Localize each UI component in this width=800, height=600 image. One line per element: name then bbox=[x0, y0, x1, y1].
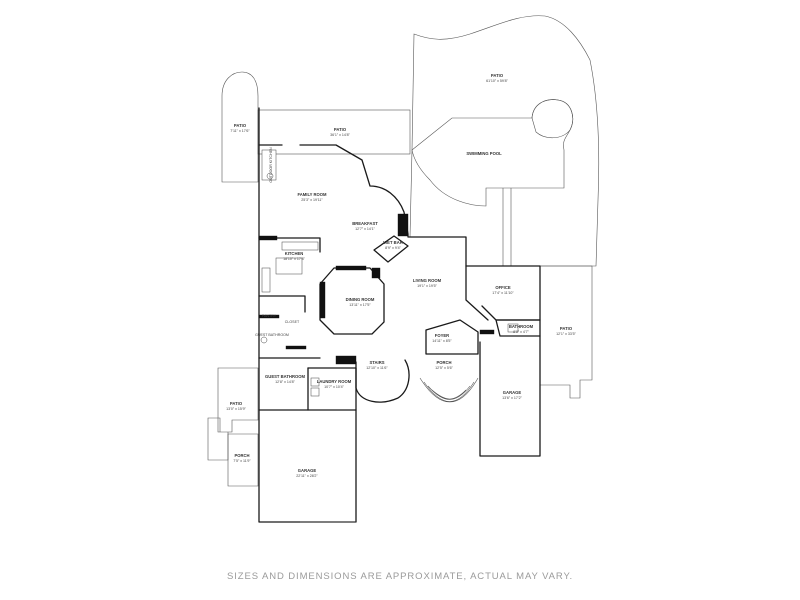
room-name: PATIO bbox=[560, 326, 573, 331]
room-name: STAIRS bbox=[369, 360, 384, 365]
patio-side-outline bbox=[207, 367, 259, 461]
room-dims: 14'11" x 8'5" bbox=[432, 339, 452, 343]
toilet-fixture bbox=[260, 336, 268, 344]
kitchen-counter bbox=[281, 241, 319, 251]
room-name: PATIO bbox=[230, 401, 243, 406]
garage-main-wall bbox=[258, 409, 357, 523]
room-name: KITCHEN bbox=[285, 251, 304, 256]
room-dims: 12'10" x 11'6" bbox=[366, 366, 388, 370]
patio-top-outline bbox=[257, 109, 411, 155]
front-porch-steps bbox=[419, 377, 479, 403]
wall-block bbox=[479, 329, 495, 335]
room-dims: 13'6" x 17'2" bbox=[502, 396, 522, 400]
room-name: CLOSET bbox=[285, 320, 300, 324]
room-name: WET BAR bbox=[383, 240, 403, 245]
room-dims: 13'0" x 15'9" bbox=[226, 407, 246, 411]
room-name: PATIO bbox=[334, 127, 347, 132]
room-dims: 12'1" x 33'5" bbox=[556, 332, 576, 336]
patio-large-outline bbox=[409, 15, 600, 267]
room-dims: 7'5" x 11'9" bbox=[233, 459, 251, 463]
family-room-wall bbox=[258, 144, 489, 321]
room-dims: 12'5" x 5'6" bbox=[435, 366, 453, 370]
foyer-wall bbox=[425, 319, 479, 355]
bathroom-fixture bbox=[507, 323, 519, 333]
wall-block bbox=[258, 235, 278, 241]
room-name: PORCH bbox=[436, 360, 451, 365]
room-dims: 18'10" x 17'8" bbox=[283, 257, 305, 261]
room-dims: 12'8" x 14'8" bbox=[275, 380, 295, 384]
patio-right-outline bbox=[539, 265, 593, 399]
room-name: PANTRY bbox=[262, 314, 277, 318]
room-dims: 8'0" x 4'7" bbox=[513, 330, 529, 334]
room-dims: 12'7" x 14'1" bbox=[355, 227, 375, 231]
room-dims: 25'3" x 19'11" bbox=[301, 198, 323, 202]
room-name: FOYER bbox=[435, 333, 449, 338]
wall-block bbox=[371, 267, 381, 279]
wall-block bbox=[397, 213, 409, 237]
room-name: DINING ROOM bbox=[346, 297, 375, 302]
laundry-fixture bbox=[310, 387, 320, 397]
room-name: FAMILY ROOM bbox=[297, 192, 327, 197]
spa-outline bbox=[531, 99, 573, 139]
kitchen-island bbox=[275, 257, 303, 275]
wall-block bbox=[335, 355, 357, 365]
laundry-wall bbox=[307, 367, 357, 411]
room-name: GUEST BATHROOM bbox=[265, 374, 305, 379]
room-name: BATHROOM bbox=[509, 324, 534, 329]
room-dims: 7'11" x 17'6" bbox=[230, 129, 250, 133]
wall-block bbox=[258, 314, 280, 319]
guest-bathroom-wall bbox=[258, 357, 309, 411]
toilet-fixture bbox=[266, 172, 274, 180]
wall-block bbox=[285, 345, 307, 350]
bathroom-fixture bbox=[261, 149, 277, 181]
room-name: OFFICE bbox=[495, 285, 511, 290]
room-name: GARAGE bbox=[298, 468, 317, 473]
room-dims: 36'1" x 14'8" bbox=[330, 133, 350, 137]
kitchen-wall bbox=[258, 237, 321, 313]
room-name: PATIO bbox=[491, 73, 504, 78]
room-dims: 10'7" x 10'4" bbox=[324, 385, 344, 389]
room-dims: 17'4" x 11'10" bbox=[492, 291, 514, 295]
room-name: GARAGE bbox=[503, 390, 522, 395]
patio-left-outline bbox=[221, 71, 259, 183]
porch-side-outline bbox=[227, 433, 259, 487]
room-name: LAUNDRY ROOM bbox=[317, 379, 352, 384]
room-name: PATIO bbox=[234, 123, 247, 128]
room-name: LIVING ROOM bbox=[413, 278, 442, 283]
room-dims: 19'1" x 19'5" bbox=[417, 284, 437, 288]
room-dims: 61'10" x 59'8" bbox=[486, 79, 508, 83]
room-dims: 22'11" x 28'2" bbox=[296, 474, 318, 478]
room-name: PORCH bbox=[234, 453, 249, 458]
room-name: BREAKFAST bbox=[352, 221, 378, 226]
wet-bar-wall bbox=[373, 235, 409, 263]
room-name: OUTDOOR KITCHEN bbox=[269, 147, 273, 183]
disclaimer-text: SIZES AND DIMENSIONS ARE APPROXIMATE, AC… bbox=[227, 571, 573, 582]
room-dims: 8'9" x 9'4" bbox=[385, 246, 401, 250]
room-dims: 13'11" x 17'5" bbox=[349, 303, 371, 307]
wall-block bbox=[335, 265, 367, 271]
garage-right-wall bbox=[479, 335, 541, 457]
kitchen-counter bbox=[261, 267, 271, 293]
room-name: GUEST BATHROOM bbox=[255, 333, 289, 337]
stairs-wall bbox=[355, 359, 410, 403]
room-name: SWIMMING POOL bbox=[466, 151, 502, 156]
wall-block bbox=[319, 281, 326, 319]
laundry-fixture bbox=[310, 377, 320, 387]
